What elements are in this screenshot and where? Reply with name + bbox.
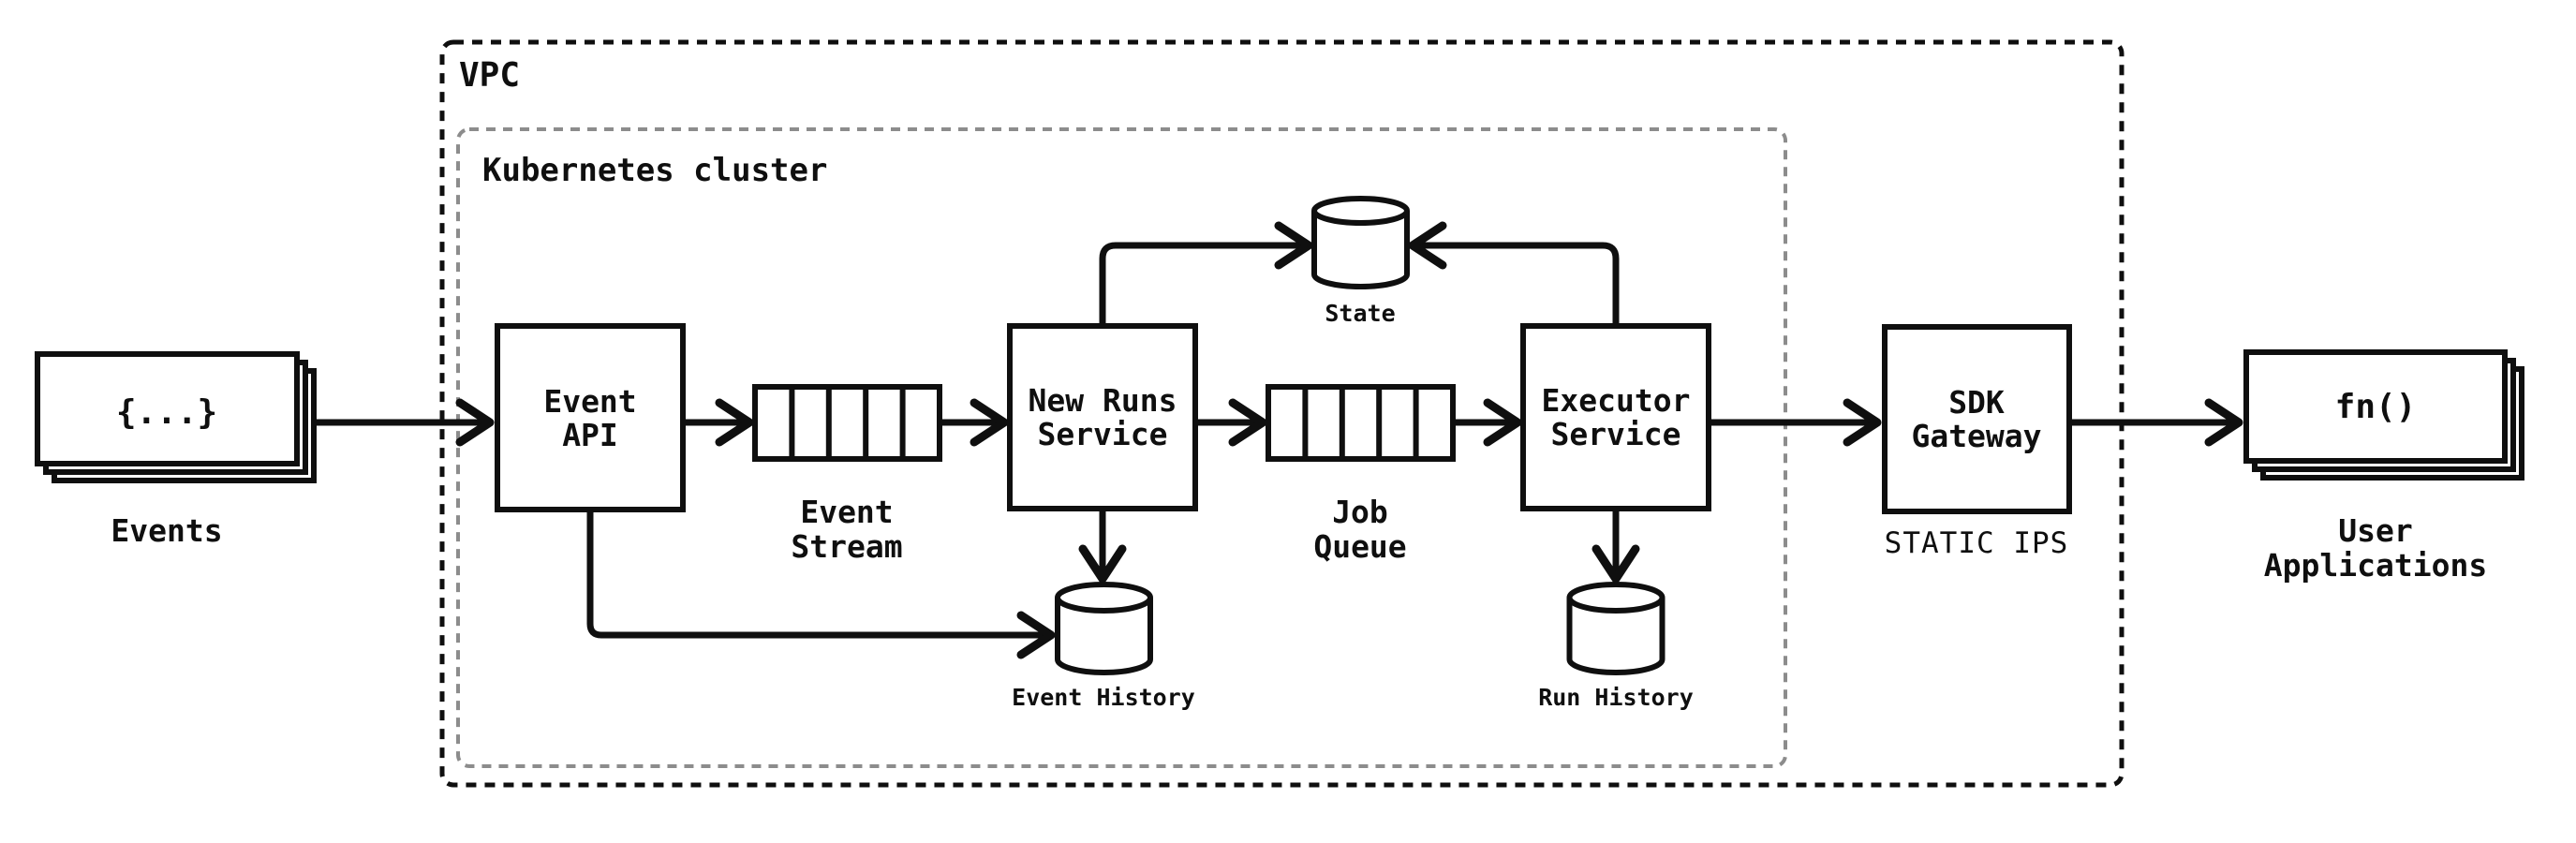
event-api-label-line2: API xyxy=(562,417,618,453)
database-cylinder-top xyxy=(1055,582,1153,614)
event-stream-label-line2: Stream xyxy=(791,528,902,565)
executor-service-box xyxy=(1520,323,1711,511)
vpc-border xyxy=(439,39,2124,788)
arrow-executor-to-run-history xyxy=(1596,509,1636,579)
event-history-db-label: Event History xyxy=(1012,684,1195,711)
arrow-new-runs-to-state xyxy=(1099,226,1309,326)
user-applications-label-line2: Applications xyxy=(2264,547,2487,584)
arrow-new-runs-to-event-history xyxy=(1083,509,1122,579)
executor-label-line1: Executor xyxy=(1542,382,1691,419)
database-cylinder-icon xyxy=(1055,598,1153,675)
node-user-applications: fn() User Applications xyxy=(2243,349,2524,584)
arrow-event-api-to-event-stream xyxy=(683,403,749,442)
arrow-sdk-gateway-to-user-apps xyxy=(2069,403,2239,442)
job-queue-label-line1: Job xyxy=(1332,494,1388,530)
arrow-executor-to-state xyxy=(1413,226,1620,326)
arrow-executor-to-sdk-gateway xyxy=(1709,403,1877,442)
state-db-label: State xyxy=(1325,300,1395,327)
node-state-db: State xyxy=(1311,196,1410,327)
stacked-card-front xyxy=(35,351,300,466)
node-events: {...} Events xyxy=(35,351,317,549)
database-cylinder-top xyxy=(1566,582,1666,614)
node-event-history-db: Event History xyxy=(1012,582,1195,711)
event-stream-queue xyxy=(752,384,942,462)
vpc-label: VPC xyxy=(459,56,520,95)
node-event-stream: Event Stream xyxy=(752,384,942,565)
job-queue-label-line2: Queue xyxy=(1313,528,1406,565)
database-cylinder-top xyxy=(1311,196,1410,226)
arrow-job-queue-to-executor xyxy=(1453,403,1517,442)
user-applications-glyph: fn() xyxy=(2335,388,2417,426)
node-sdk-gateway: SDK Gateway STATIC IPS xyxy=(1882,324,2072,560)
events-label: Events xyxy=(111,512,222,549)
job-queue xyxy=(1266,384,1456,462)
user-applications-label-line1: User xyxy=(2338,512,2412,549)
node-event-api: Event API xyxy=(495,323,686,512)
sdk-gateway-label-line1: SDK xyxy=(1948,384,2005,421)
event-api-box xyxy=(495,323,686,512)
run-history-db-label: Run History xyxy=(1538,684,1694,711)
node-job-queue: Job Queue xyxy=(1266,384,1456,565)
database-cylinder-icon xyxy=(1311,211,1410,289)
sdk-gateway-caption: STATIC IPS xyxy=(1885,526,2069,560)
connectors xyxy=(314,226,2239,655)
sdk-gateway-box xyxy=(1882,324,2072,514)
kubernetes-cluster-container: Kubernetes cluster xyxy=(456,127,1787,768)
event-stream-label-line1: Event xyxy=(800,494,893,530)
node-run-history-db: Run History xyxy=(1538,582,1694,711)
event-api-label-line1: Event xyxy=(543,383,636,420)
events-glyph: {...} xyxy=(116,393,217,432)
executor-label-line2: Service xyxy=(1550,416,1680,452)
sdk-gateway-label-line2: Gateway xyxy=(1911,418,2041,454)
new-runs-label-line2: Service xyxy=(1037,416,1167,452)
stacked-card-front xyxy=(2243,349,2508,464)
new-runs-label-line1: New Runs xyxy=(1029,382,1177,419)
kubernetes-cluster-label: Kubernetes cluster xyxy=(482,152,827,189)
new-runs-service-box xyxy=(1007,323,1198,511)
vpc-container: VPC xyxy=(439,39,2124,788)
node-executor-service: Executor Service xyxy=(1520,323,1711,511)
arrow-event-api-to-event-history xyxy=(586,510,1051,655)
arrow-events-to-event-api xyxy=(314,403,490,442)
database-cylinder-icon xyxy=(1566,598,1666,675)
arrow-event-stream-to-new-runs xyxy=(940,403,1004,442)
arrow-new-runs-to-job-queue xyxy=(1195,403,1263,442)
node-new-runs-service: New Runs Service xyxy=(1007,323,1198,511)
